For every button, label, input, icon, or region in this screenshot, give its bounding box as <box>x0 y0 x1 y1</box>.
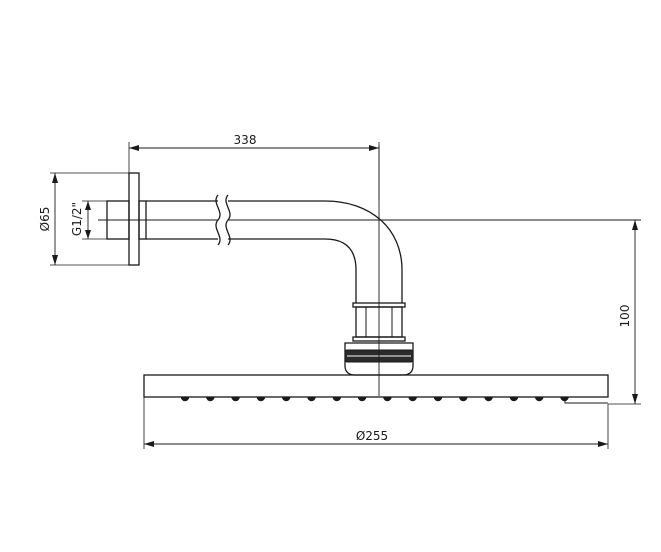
label-head-diameter: Ø255 <box>356 429 388 443</box>
wall-flange <box>106 172 140 266</box>
dimension-thread: G1/2" <box>70 200 107 240</box>
label-arm-length: 338 <box>234 133 257 147</box>
nozzle <box>408 396 417 402</box>
label-height: 100 <box>618 305 632 328</box>
nozzle <box>459 396 468 402</box>
nozzle <box>231 396 240 402</box>
dimension-head-diameter: Ø255 <box>143 397 609 449</box>
nozzle <box>332 396 342 402</box>
nozzle <box>180 396 190 402</box>
label-flange-diameter: Ø65 <box>38 207 52 232</box>
dimension-flange-diameter: Ø65 <box>38 172 129 266</box>
nozzle <box>281 396 291 402</box>
nozzle <box>307 396 316 402</box>
nozzle-row <box>180 396 569 402</box>
nozzle <box>206 396 215 402</box>
dimension-arm-length: 338 <box>128 133 380 200</box>
dimension-height: 100 <box>608 220 641 405</box>
nozzle <box>484 396 493 402</box>
nozzle <box>383 396 392 402</box>
shower-head <box>143 374 609 404</box>
nozzle <box>509 396 519 402</box>
nozzle <box>433 396 443 402</box>
nozzle <box>357 396 367 402</box>
label-thread: G1/2" <box>70 202 84 236</box>
shower-arm <box>98 194 641 303</box>
nozzle <box>534 396 544 402</box>
nozzle <box>560 396 569 402</box>
nozzle <box>256 396 266 402</box>
